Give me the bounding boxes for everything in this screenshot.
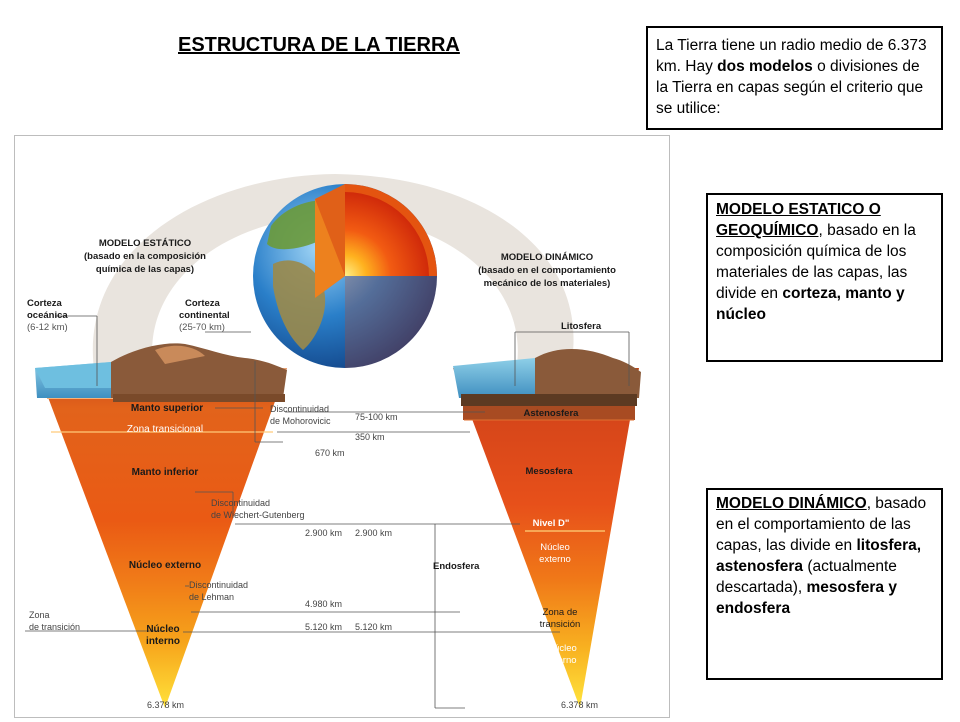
label-nucleo-externo: Núcleo externo — [129, 560, 201, 571]
intro-textbox: La Tierra tiene un radio medio de 6.373 … — [646, 26, 943, 130]
static-model-layers: corteza, manto y núcleo — [716, 285, 905, 323]
globe-illustration — [253, 184, 437, 368]
dynamic-model-subtitle-1: (basado en el comportamiento — [478, 265, 616, 276]
label-corteza-continental-km: (25-70 km) — [179, 322, 225, 333]
km-5120-left: 5.120 km — [305, 622, 342, 632]
dynamic-model-layers-b: mesosfera y endosfera — [716, 579, 897, 617]
label-lehman-1: Discontinuidad — [189, 580, 248, 590]
label-wiechert-1: Discontinuidad — [211, 498, 270, 508]
discontinuity-lines — [25, 315, 630, 709]
static-model-cone — [35, 343, 287, 708]
label-d-nucleo-interno-1: Núcleo — [547, 643, 577, 654]
km-350: 350 km — [355, 432, 385, 442]
dynamic-model-heading: MODELO DINÁMICO — [716, 495, 867, 512]
label-endosfera: Endosfera — [433, 561, 480, 572]
static-model-heading: MODELO ESTATICO O GEOQUÍMICO — [716, 201, 881, 239]
label-wiechert-2: de Wiechert-Gutenberg — [211, 510, 305, 520]
label-zona-transicion-2: de transición — [29, 622, 80, 632]
label-mohorovicic-2: de Mohorovicic — [270, 416, 331, 426]
label-d-nucleo-externo-2: externo — [539, 554, 571, 565]
static-model-subtitle-1: (basado en la composición — [84, 251, 206, 262]
label-corteza-oceanica: Corteza — [27, 298, 63, 309]
km-75-100: 75-100 km — [355, 412, 398, 422]
label-mohorovicic-1: Discontinuidad — [270, 404, 329, 414]
static-model-subtitle-2: química de las capas) — [96, 264, 194, 275]
label-manto-superior: Manto superior — [131, 403, 203, 414]
label-astenosfera: Astenosfera — [524, 408, 580, 419]
label-lehman-2: de Lehman — [189, 592, 234, 602]
label-d-nucleo-interno-2: interno — [547, 655, 576, 666]
km-670: 670 km — [315, 448, 345, 458]
dynamic-model-title: MODELO DINÁMICO — [501, 252, 593, 263]
label-corteza-continental: Corteza — [185, 298, 221, 309]
earth-structure-diagram: Manto superior Zona transicional Manto i… — [14, 135, 670, 718]
km-6378-left: 6.378 km — [147, 700, 184, 710]
label-nivel-d: Nivel D" — [533, 518, 570, 529]
static-model-text: , basado en la composición química de lo… — [716, 222, 916, 302]
label-mesosfera: Mesosfera — [526, 466, 574, 477]
km-4980: 4.980 km — [305, 599, 342, 609]
km-2900-left: 2.900 km — [305, 528, 342, 538]
label-corteza-oceanica-km: (6-12 km) — [27, 322, 68, 333]
dynamic-model-subtitle-2: mecánico de los materiales) — [484, 278, 611, 289]
label-corteza-continental-2: continental — [179, 310, 230, 321]
km-5120-right: 5.120 km — [355, 622, 392, 632]
dynamic-model-layers-a: litosfera, astenosfera — [716, 537, 922, 575]
km-6378-right: 6.378 km — [561, 700, 598, 710]
label-zona-transicion-1: Zona — [29, 610, 50, 620]
dynamic-model-textbox: MODELO DINÁMICO, basado en el comportami… — [706, 488, 943, 680]
label-litosfera: Litosfera — [561, 321, 602, 332]
label-nucleo-interno-2: interno — [146, 636, 180, 647]
intro-text-b: o divisiones de la Tierra en capas según… — [656, 58, 924, 117]
page-title: ESTRUCTURA DE LA TIERRA — [178, 34, 460, 56]
label-corteza-oceanica-2: oceánica — [27, 310, 68, 321]
label-d-nucleo-externo-1: Núcleo — [540, 542, 570, 553]
label-zona-transicional: Zona transicional — [127, 424, 203, 435]
intro-bold: dos modelos — [717, 58, 813, 75]
intro-text-a: La Tierra tiene un radio medio de 6.373 … — [656, 37, 927, 75]
dynamic-model-text-b: (actualmente descartada), — [716, 558, 897, 596]
background-arch — [92, 174, 574, 376]
label-nucleo-interno-1: Núcleo — [146, 624, 179, 635]
label-d-zona-1: Zona de — [543, 607, 578, 618]
dynamic-model-text-a: , basado en el comportamiento de las cap… — [716, 495, 927, 554]
label-d-zona-2: transición — [540, 619, 581, 630]
km-2900-right: 2.900 km — [355, 528, 392, 538]
static-model-textbox: MODELO ESTATICO O GEOQUÍMICO, basado en … — [706, 193, 943, 362]
static-model-title: MODELO ESTÁTICO — [99, 238, 191, 249]
label-manto-inferior: Manto inferior — [132, 467, 199, 478]
dynamic-model-cone — [453, 348, 641, 708]
